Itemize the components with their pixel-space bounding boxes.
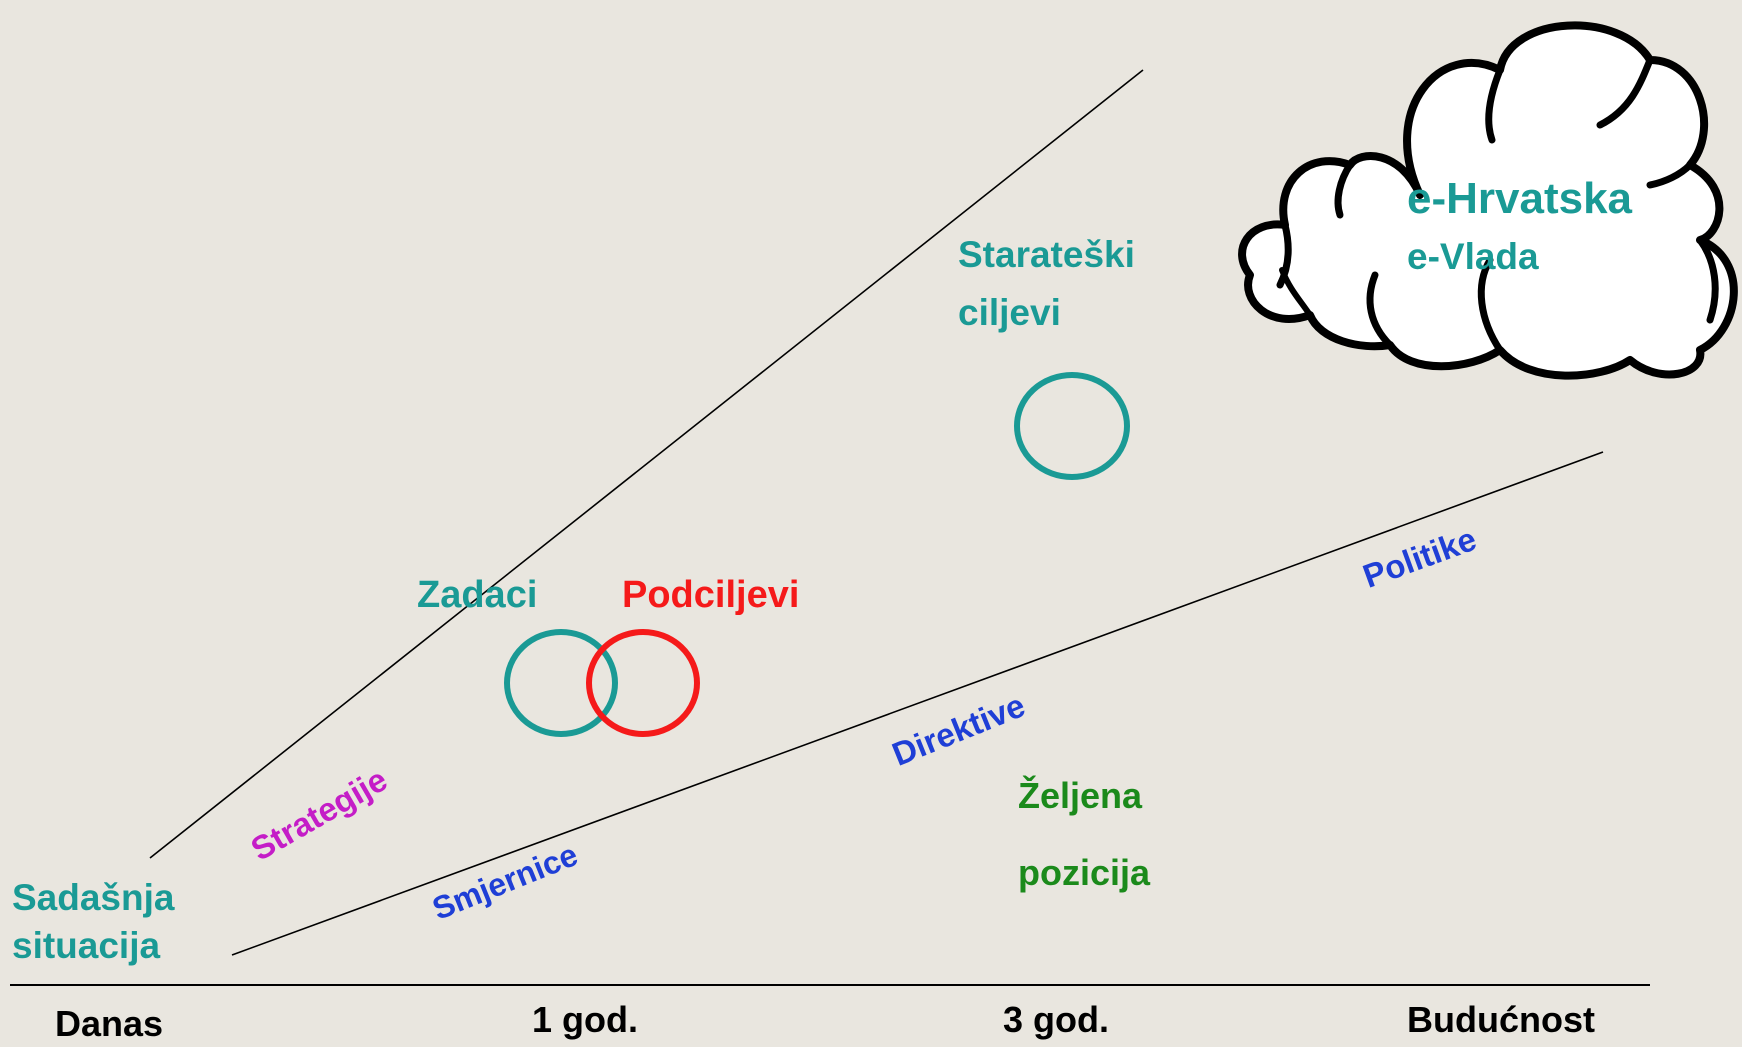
task-circle bbox=[504, 629, 618, 737]
desired-position-line1: Željena bbox=[1018, 775, 1143, 816]
strategic-goals-line2: ciljevi bbox=[958, 292, 1061, 333]
timeline-year-3: 3 god. bbox=[1003, 999, 1109, 1040]
current-situation-line1: Sadašnja bbox=[12, 877, 175, 918]
current-situation-line2: situacija bbox=[12, 925, 161, 966]
timeline-future: Budućnost bbox=[1407, 999, 1595, 1040]
current-situation-label: Sadašnja situacija bbox=[12, 874, 174, 970]
strategic-goals-line1: Starateški bbox=[958, 234, 1135, 275]
cloud-subtitle: e-Vlada bbox=[1407, 236, 1539, 277]
timeline-year-1: 1 god. bbox=[532, 999, 638, 1040]
cloud-shape bbox=[1238, 21, 1738, 380]
lower-boundary-line bbox=[231, 451, 1604, 956]
strategic-goals-label: Starateški ciljevi bbox=[958, 226, 1135, 342]
subgoals-label: Podciljevi bbox=[622, 574, 800, 616]
strategic-goal-circle bbox=[1014, 372, 1130, 480]
upper-boundary-line bbox=[149, 69, 1144, 859]
subgoal-circle bbox=[586, 629, 700, 737]
cloud-title: e-Hrvatska bbox=[1407, 174, 1633, 223]
desired-position-line2: pozicija bbox=[1018, 852, 1151, 893]
tasks-label: Zadaci bbox=[417, 574, 538, 616]
timeline-today: Danas bbox=[55, 1003, 164, 1044]
desired-position-label: Željena pozicija bbox=[1018, 757, 1150, 911]
